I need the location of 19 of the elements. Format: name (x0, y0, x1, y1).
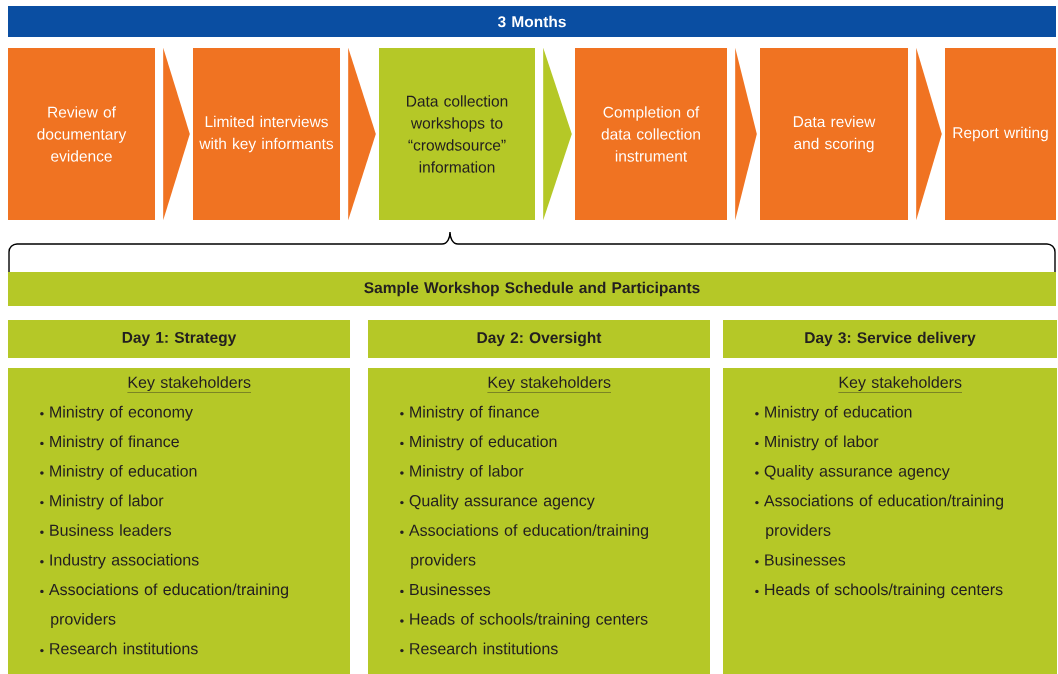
stakeholder-panel: Key stakeholders Ministry of education Ministry of labor Quality assurance agency Associations of education/training providers Businesses Heads of schools/training centers (723, 368, 1057, 674)
chevron-arrow (163, 47, 190, 221)
process-box: Completion of data collection instrument (575, 48, 727, 220)
day-header: Day 1: Strategy (8, 320, 350, 358)
day-header: Day 3: Service delivery (723, 320, 1057, 358)
process-box: Data collection workshops to “crowdsource” information (379, 48, 535, 220)
stakeholder-panel: Key stakeholders Ministry of economy Ministry of finance Ministry of education Ministry of labor Business leaders Industry associations Associations of education/training providers Research institutions (8, 368, 350, 674)
chevron-arrow (348, 47, 376, 221)
chevron-arrow (916, 47, 942, 221)
stakeholder-panel: Key stakeholders Ministry of finance Ministry of education Ministry of labor Quality assurance agency Associations of education/training providers Businesses Heads of schools/training centers Research institutions (368, 368, 710, 674)
process-box: Report writing (945, 48, 1056, 220)
chevron-arrow (543, 47, 572, 221)
day-header: Day 2: Oversight (368, 320, 710, 358)
process-box: Limited interviews with key informants (193, 48, 340, 220)
schedule-band: Sample Workshop Schedule and Participants (8, 272, 1056, 306)
process-box: Review of documentary evidence (8, 48, 155, 220)
header-band: 3 Months (8, 6, 1056, 37)
chevron-arrow (735, 47, 757, 221)
process-box: Data review and scoring (760, 48, 908, 220)
